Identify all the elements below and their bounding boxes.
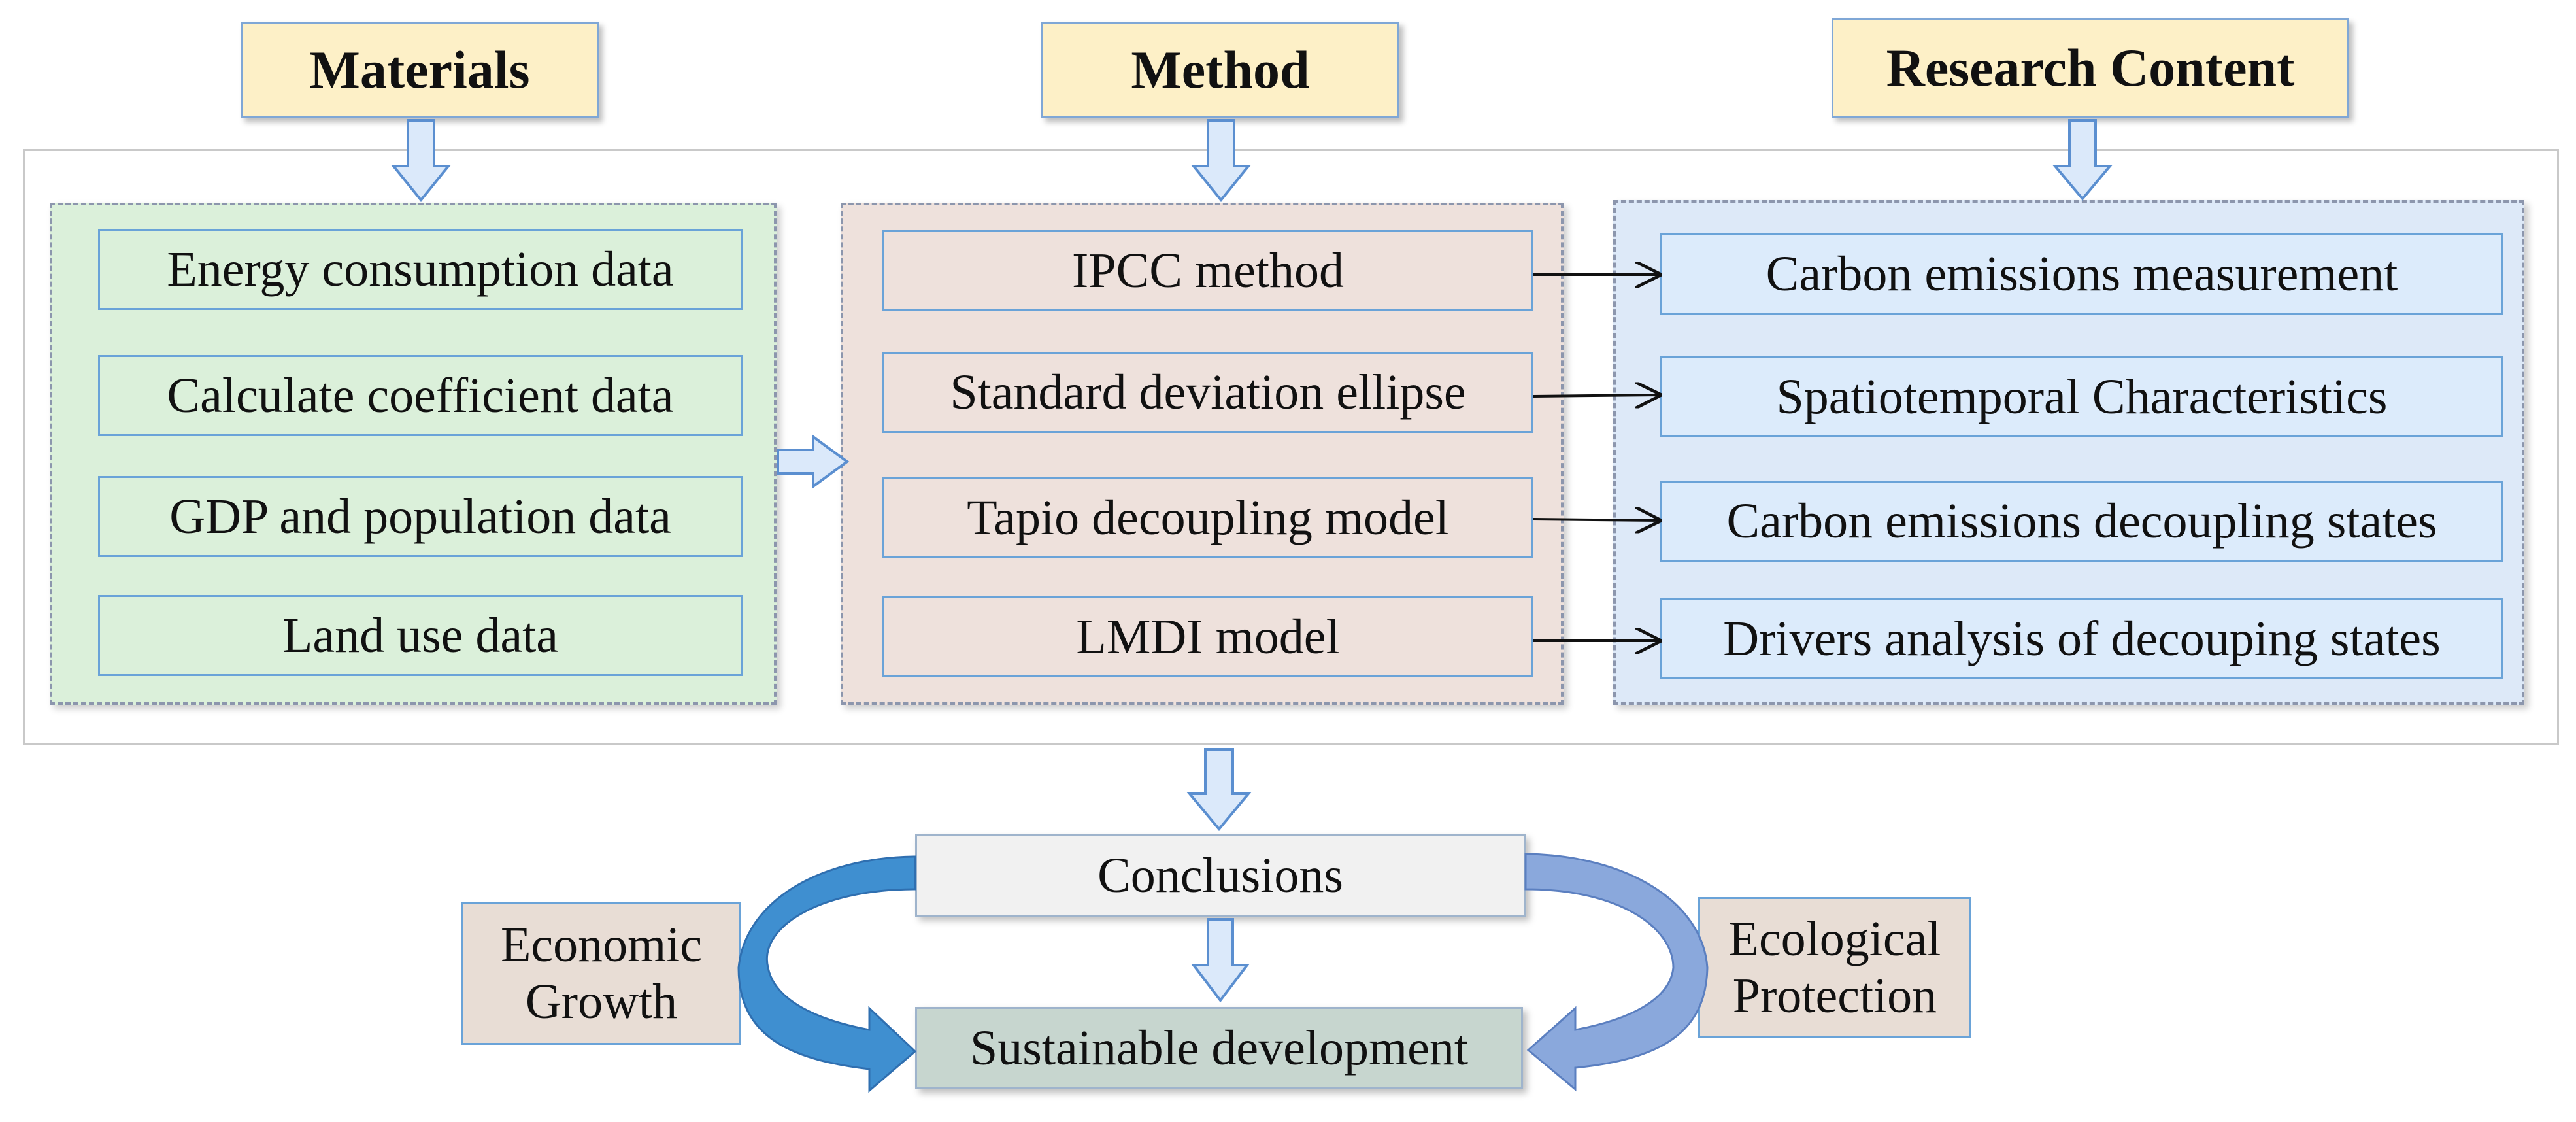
header-research-content: Research Content bbox=[1832, 18, 2349, 118]
method-to-research-arrow bbox=[1533, 519, 1659, 520]
conclusions-label: Conclusions bbox=[1097, 847, 1343, 903]
ecological-protection-line2: Protection bbox=[1732, 968, 1937, 1023]
research-item-label: Carbon emissions measurement bbox=[1765, 246, 2398, 301]
curved-arrow-left-icon bbox=[737, 855, 917, 1093]
down-arrow-icon bbox=[1186, 748, 1252, 832]
materials-item-label: Energy consumption data bbox=[167, 241, 674, 297]
header-method: Method bbox=[1041, 22, 1399, 118]
research-item-label: Spatiotemporal Characteristics bbox=[1776, 369, 2388, 424]
down-arrow-icon bbox=[1190, 119, 1252, 203]
curved-arrow-right-icon bbox=[1524, 853, 1709, 1092]
down-arrow-icon bbox=[390, 119, 452, 203]
header-materials-label: Materials bbox=[309, 40, 530, 99]
research-item-label: Carbon emissions decoupling states bbox=[1726, 493, 2437, 549]
sustainable-development-label: Sustainable development bbox=[970, 1020, 1468, 1076]
materials-item: Calculate coefficient data bbox=[98, 355, 743, 436]
method-item: IPCC method bbox=[882, 230, 1533, 311]
research-item-label: Drivers analysis of decouping states bbox=[1723, 611, 2441, 666]
materials-item: GDP and population data bbox=[98, 476, 743, 557]
materials-item: Land use data bbox=[98, 595, 743, 676]
materials-item-label: GDP and population data bbox=[169, 488, 671, 544]
right-arrow-icon bbox=[777, 434, 850, 489]
economic-growth-line1: Economic bbox=[500, 917, 703, 972]
method-item-label: Standard deviation ellipse bbox=[950, 364, 1466, 420]
method-item-label: Tapio decoupling model bbox=[967, 490, 1449, 545]
research-item: Carbon emissions measurement bbox=[1660, 233, 2503, 314]
economic-growth-box: Economic Growth bbox=[461, 902, 741, 1045]
down-arrow-icon bbox=[2052, 119, 2113, 201]
header-materials: Materials bbox=[241, 22, 599, 118]
materials-item-label: Calculate coefficient data bbox=[167, 367, 674, 423]
materials-item: Energy consumption data bbox=[98, 229, 743, 310]
conclusions-box: Conclusions bbox=[915, 834, 1526, 917]
ecological-protection-box: Ecological Protection bbox=[1698, 897, 1971, 1038]
method-item: Tapio decoupling model bbox=[882, 477, 1533, 558]
materials-item-label: Land use data bbox=[282, 607, 559, 663]
header-research-content-label: Research Content bbox=[1886, 38, 2295, 97]
ecological-protection-line1: Ecological bbox=[1728, 911, 1941, 966]
research-item: Carbon emissions decoupling states bbox=[1660, 481, 2503, 562]
method-item-label: IPCC method bbox=[1072, 243, 1344, 298]
method-item: LMDI model bbox=[882, 596, 1533, 677]
sustainable-development-box: Sustainable development bbox=[915, 1007, 1523, 1089]
method-to-research-arrow bbox=[1533, 395, 1659, 396]
research-item: Spatiotemporal Characteristics bbox=[1660, 356, 2503, 437]
method-item: Standard deviation ellipse bbox=[882, 352, 1533, 433]
research-item: Drivers analysis of decouping states bbox=[1660, 598, 2503, 679]
economic-growth-line2: Growth bbox=[525, 974, 678, 1029]
down-arrow-icon bbox=[1190, 918, 1250, 1003]
header-method-label: Method bbox=[1131, 40, 1310, 99]
method-item-label: LMDI model bbox=[1076, 609, 1340, 664]
